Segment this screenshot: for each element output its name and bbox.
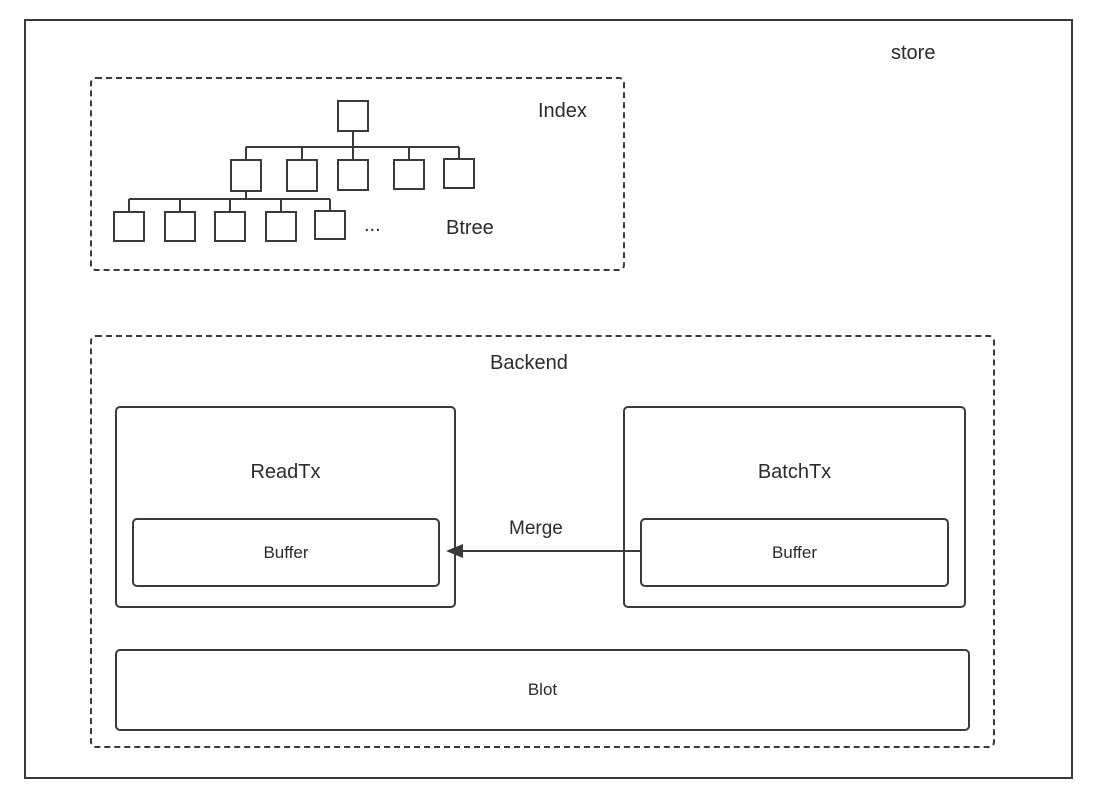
- btree-leaf-node: [113, 211, 145, 242]
- batchtx-box: [623, 406, 966, 608]
- batchtx-buffer-box: Buffer: [640, 518, 949, 587]
- btree-label: Btree: [446, 217, 494, 239]
- btree-node: [230, 159, 262, 192]
- readtx-buffer-label: Buffer: [263, 542, 309, 562]
- btree-node: [443, 158, 475, 189]
- btree-leaf-node: [214, 211, 246, 242]
- readtx-box: [115, 406, 456, 608]
- btree-node: [337, 159, 369, 191]
- backend-group: [90, 335, 995, 748]
- blot-box: Blot: [115, 649, 970, 731]
- index-group: [90, 77, 625, 271]
- merge-label: Merge: [509, 518, 563, 539]
- backend-label: Backend: [490, 352, 568, 374]
- btree-root-node: [337, 100, 369, 132]
- store-container: [24, 19, 1073, 779]
- readtx-label: ReadTx: [250, 461, 321, 483]
- btree-leaf-node: [265, 211, 297, 242]
- batchtx-label: BatchTx: [757, 461, 832, 483]
- batchtx-buffer-label: Buffer: [771, 542, 818, 562]
- store-label: store: [891, 42, 936, 64]
- index-label: Index: [538, 100, 587, 122]
- blot-label: Blot: [527, 680, 558, 699]
- btree-node: [393, 159, 425, 190]
- btree-leaf-node: [314, 210, 346, 240]
- btree-node: [286, 159, 318, 192]
- btree-leaf-node: [164, 211, 196, 242]
- readtx-buffer-box: Buffer: [132, 518, 440, 587]
- btree-ellipsis: ...: [364, 214, 381, 236]
